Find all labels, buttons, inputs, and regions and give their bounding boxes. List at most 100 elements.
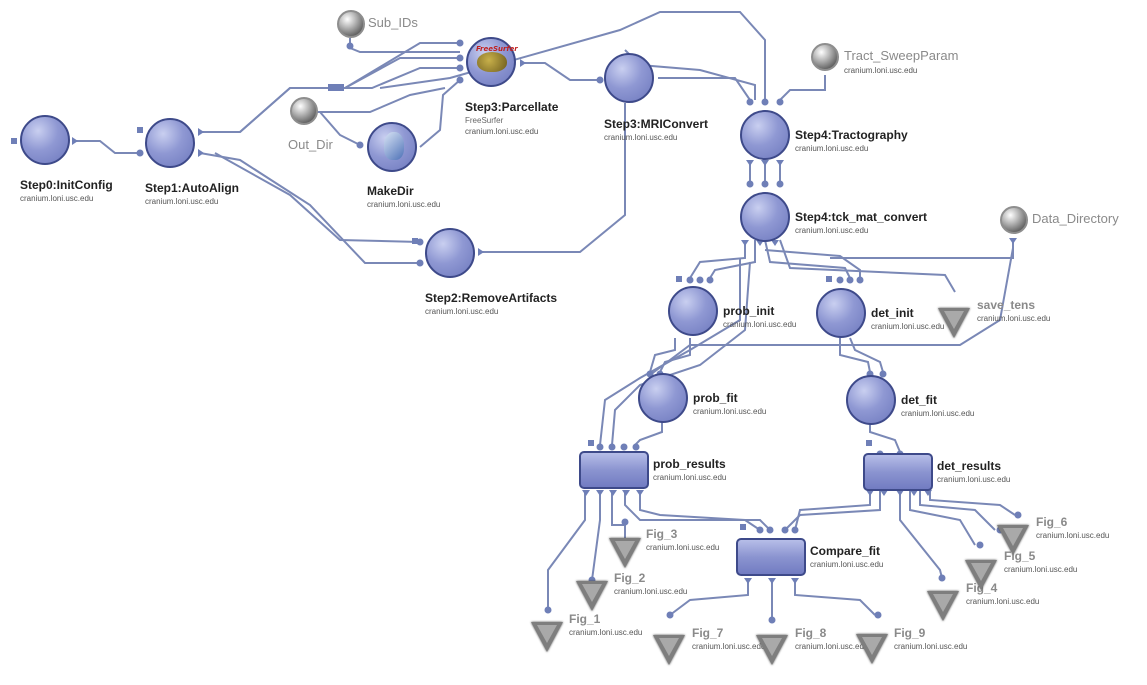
- module-step2-removeartifacts[interactable]: [425, 228, 475, 278]
- server-label: cranium.loni.usc.edu: [692, 642, 766, 651]
- port-dot: [456, 54, 464, 62]
- source-sub-ids[interactable]: [337, 10, 365, 38]
- output-arrow: [896, 490, 904, 496]
- sink-fig-8[interactable]: [756, 635, 788, 665]
- port-dot: [781, 526, 789, 534]
- sink-label: Fig_8: [795, 626, 827, 640]
- port-dot: [756, 526, 764, 534]
- module-step0-initconfig[interactable]: [20, 115, 70, 165]
- sink-fig-5[interactable]: [965, 560, 997, 590]
- wire: [764, 249, 861, 278]
- wire: [639, 490, 761, 531]
- server-label: cranium.loni.usc.edu: [604, 133, 678, 142]
- wire: [349, 38, 460, 53]
- sink-label: save_tens: [977, 298, 1036, 312]
- sink-fig-3[interactable]: [609, 538, 641, 568]
- port-dot: [544, 606, 552, 614]
- output-arrow: [761, 160, 769, 166]
- port-square: [588, 440, 594, 446]
- module-det-fit[interactable]: [846, 375, 896, 425]
- port-dot: [608, 443, 616, 451]
- head-icon: [384, 132, 404, 160]
- wire: [709, 240, 756, 279]
- wire: [611, 490, 626, 540]
- module-prob-fit[interactable]: [638, 373, 688, 423]
- wire: [794, 578, 876, 616]
- source-tract-sweepparam[interactable]: [811, 43, 839, 71]
- group-prob-results[interactable]: [579, 451, 649, 489]
- output-arrow: [741, 240, 749, 246]
- output-arrow: [520, 59, 526, 67]
- sink-save-tens[interactable]: [938, 308, 970, 338]
- source-out-dir[interactable]: [290, 97, 318, 125]
- port-square: [412, 238, 418, 244]
- module-step4-tractography[interactable]: [740, 110, 790, 160]
- server-label: cranium.loni.usc.edu: [871, 322, 945, 331]
- port-dot: [620, 443, 628, 451]
- server-label: cranium.loni.usc.edu: [966, 597, 1040, 606]
- output-arrow: [768, 578, 776, 584]
- port-dot: [686, 276, 694, 284]
- wire: [547, 490, 586, 610]
- source-data-directory[interactable]: [1000, 206, 1028, 234]
- server-label: cranium.loni.usc.edu: [977, 314, 1051, 323]
- server-label: cranium.loni.usc.edu: [569, 628, 643, 637]
- port-dot: [696, 276, 704, 284]
- sink-label: Fig_1: [569, 612, 601, 626]
- server-label: cranium.loni.usc.edu: [425, 307, 499, 316]
- freesurfer-logo-icon: FreeSurfer: [476, 45, 518, 53]
- source-label: Tract_SweepParam: [844, 48, 959, 63]
- port-dot: [596, 76, 604, 84]
- sink-fig-1[interactable]: [531, 622, 563, 652]
- module-step1-autoalign[interactable]: [145, 118, 195, 168]
- wire: [909, 490, 976, 546]
- group-compare-fit[interactable]: [736, 538, 806, 576]
- sink-fig-2[interactable]: [576, 581, 608, 611]
- module-label: det_fit: [901, 393, 937, 407]
- port-dot: [632, 443, 640, 451]
- port-dot: [846, 276, 854, 284]
- server-label: cranium.loni.usc.edu: [367, 200, 441, 209]
- port-dot: [976, 541, 984, 549]
- server-label: cranium.loni.usc.edu: [1004, 565, 1078, 574]
- module-label: MakeDir: [367, 184, 414, 198]
- module-step3-mriconvert[interactable]: [604, 53, 654, 103]
- port-dot: [766, 526, 774, 534]
- server-label: cranium.loni.usc.edu: [795, 226, 869, 235]
- wire: [899, 490, 943, 579]
- port-dot: [856, 276, 864, 284]
- module-step4-tck-mat-convert[interactable]: [740, 192, 790, 242]
- output-arrow: [910, 490, 918, 496]
- server-label: cranium.loni.usc.edu: [693, 407, 767, 416]
- wire: [649, 247, 1014, 376]
- source-label: Data_Directory: [1032, 211, 1119, 226]
- sink-fig-6[interactable]: [997, 525, 1029, 555]
- wire: [830, 240, 1014, 259]
- server-label: cranium.loni.usc.edu: [901, 409, 975, 418]
- wire: [784, 490, 881, 531]
- wire: [634, 422, 663, 446]
- port-dot: [136, 149, 144, 157]
- port-dot: [746, 180, 754, 188]
- server-label: cranium.loni.usc.edu: [465, 127, 539, 136]
- wire: [200, 57, 460, 133]
- output-arrow: [198, 128, 204, 136]
- port-dot: [456, 39, 464, 47]
- port-square: [866, 440, 872, 446]
- sink-fig-7[interactable]: [653, 635, 685, 665]
- module-makedir[interactable]: [367, 122, 417, 172]
- module-det-init[interactable]: [816, 288, 866, 338]
- module-prob-init[interactable]: [668, 286, 718, 336]
- wire: [520, 62, 600, 81]
- port-dot: [879, 370, 887, 378]
- output-arrow: [72, 137, 78, 145]
- port-dot: [416, 259, 424, 267]
- sink-fig-9[interactable]: [856, 634, 888, 664]
- port-dot: [761, 180, 769, 188]
- module-step3-parcellate[interactable]: FreeSurfer: [466, 37, 518, 87]
- sink-fig-4[interactable]: [927, 591, 959, 621]
- group-det-results[interactable]: [863, 453, 933, 491]
- wire: [659, 338, 691, 373]
